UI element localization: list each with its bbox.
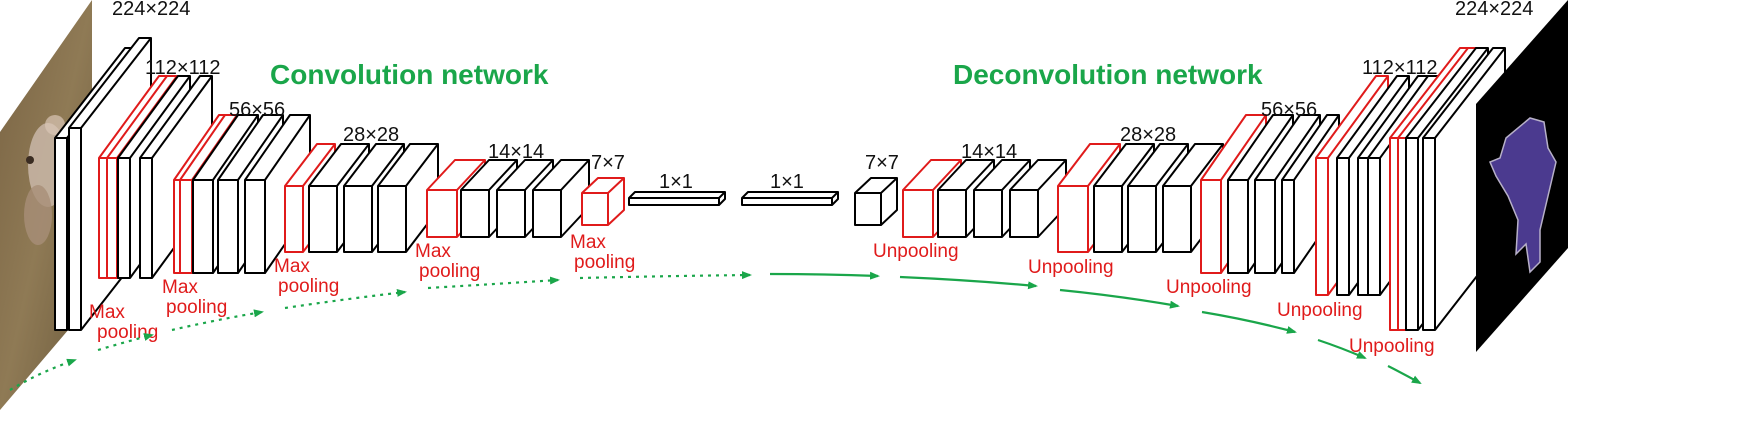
- solid-arrow-7: [769, 271, 880, 280]
- convolution-blocks: [54, 37, 726, 331]
- svg-text:pooling: pooling: [166, 297, 227, 318]
- svg-text:pooling: pooling: [97, 322, 158, 343]
- max-pooling-label-1: Max pooling: [89, 302, 158, 343]
- convolution-network-title: Convolution network: [270, 59, 549, 90]
- solid-arrow-8: [899, 275, 1038, 290]
- solid-arrow-12: [1387, 365, 1422, 384]
- solid-arrow-9: [1059, 288, 1180, 309]
- solid-arrow-11: [1317, 338, 1367, 360]
- max-pooling-label-3: Max pooling: [274, 256, 339, 297]
- size-label-224-right: 224×224: [1455, 0, 1533, 20]
- svg-text:Max: Max: [570, 232, 606, 253]
- deconvolution-blocks: [741, 47, 1506, 331]
- svg-text:Max: Max: [162, 277, 198, 298]
- unpooling-label-3: Unpooling: [1166, 277, 1252, 298]
- size-label-112-right: 112×112: [1362, 57, 1437, 79]
- size-label-14-left: 14×14: [488, 141, 544, 163]
- size-label-7-right: 7×7: [865, 152, 899, 174]
- size-label-1-left: 1×1: [659, 171, 693, 193]
- max-pooling-label-2: Max pooling: [162, 277, 227, 318]
- svg-text:pooling: pooling: [574, 252, 635, 273]
- unpooling-label-1: Unpooling: [873, 241, 959, 262]
- dotted-arrow-3: [171, 309, 264, 332]
- svg-text:pooling: pooling: [278, 276, 339, 297]
- size-label-56-left: 56×56: [229, 99, 285, 121]
- unpooling-label-5: Unpooling: [1349, 336, 1435, 357]
- unpooling-label-2: Unpooling: [1028, 257, 1114, 278]
- max-pooling-label-4: Max pooling: [415, 241, 480, 282]
- decoder-conv-block-6: [1009, 159, 1067, 238]
- size-label-28-right: 28×28: [1120, 124, 1176, 146]
- dotted-arrow-5: [427, 276, 560, 290]
- svg-text:pooling: pooling: [419, 261, 480, 282]
- encoder-conv-block-19: [532, 159, 590, 238]
- dotted-arrow-1: [9, 358, 77, 391]
- size-label-14-right: 14×14: [961, 141, 1017, 163]
- flow-arrows: [9, 271, 1422, 391]
- svg-text:Max: Max: [274, 256, 310, 277]
- deconvolution-network-title: Deconvolution network: [953, 59, 1263, 90]
- size-label-1-right: 1×1: [770, 171, 804, 193]
- size-label-224-left: 224×224: [112, 0, 190, 20]
- decoder-conv-block-1: [741, 191, 839, 206]
- encoder-conv-block-21: [628, 191, 726, 206]
- solid-arrow-10: [1201, 310, 1297, 334]
- svg-text:Max: Max: [415, 241, 451, 262]
- encoder-pool-block-20: [581, 177, 625, 226]
- output-image: [1476, 0, 1568, 352]
- unpooling-label-4: Unpooling: [1277, 300, 1363, 321]
- svg-text:Max: Max: [89, 302, 125, 323]
- decoder-conv-block-2: [854, 177, 898, 226]
- max-pooling-label-5: Max pooling: [570, 232, 635, 273]
- size-label-56-right: 56×56: [1261, 99, 1317, 121]
- size-label-7-left: 7×7: [591, 152, 625, 174]
- dotted-arrow-6: [579, 271, 752, 280]
- size-label-28-left: 28×28: [343, 124, 399, 146]
- size-label-112-left: 112×112: [145, 57, 220, 79]
